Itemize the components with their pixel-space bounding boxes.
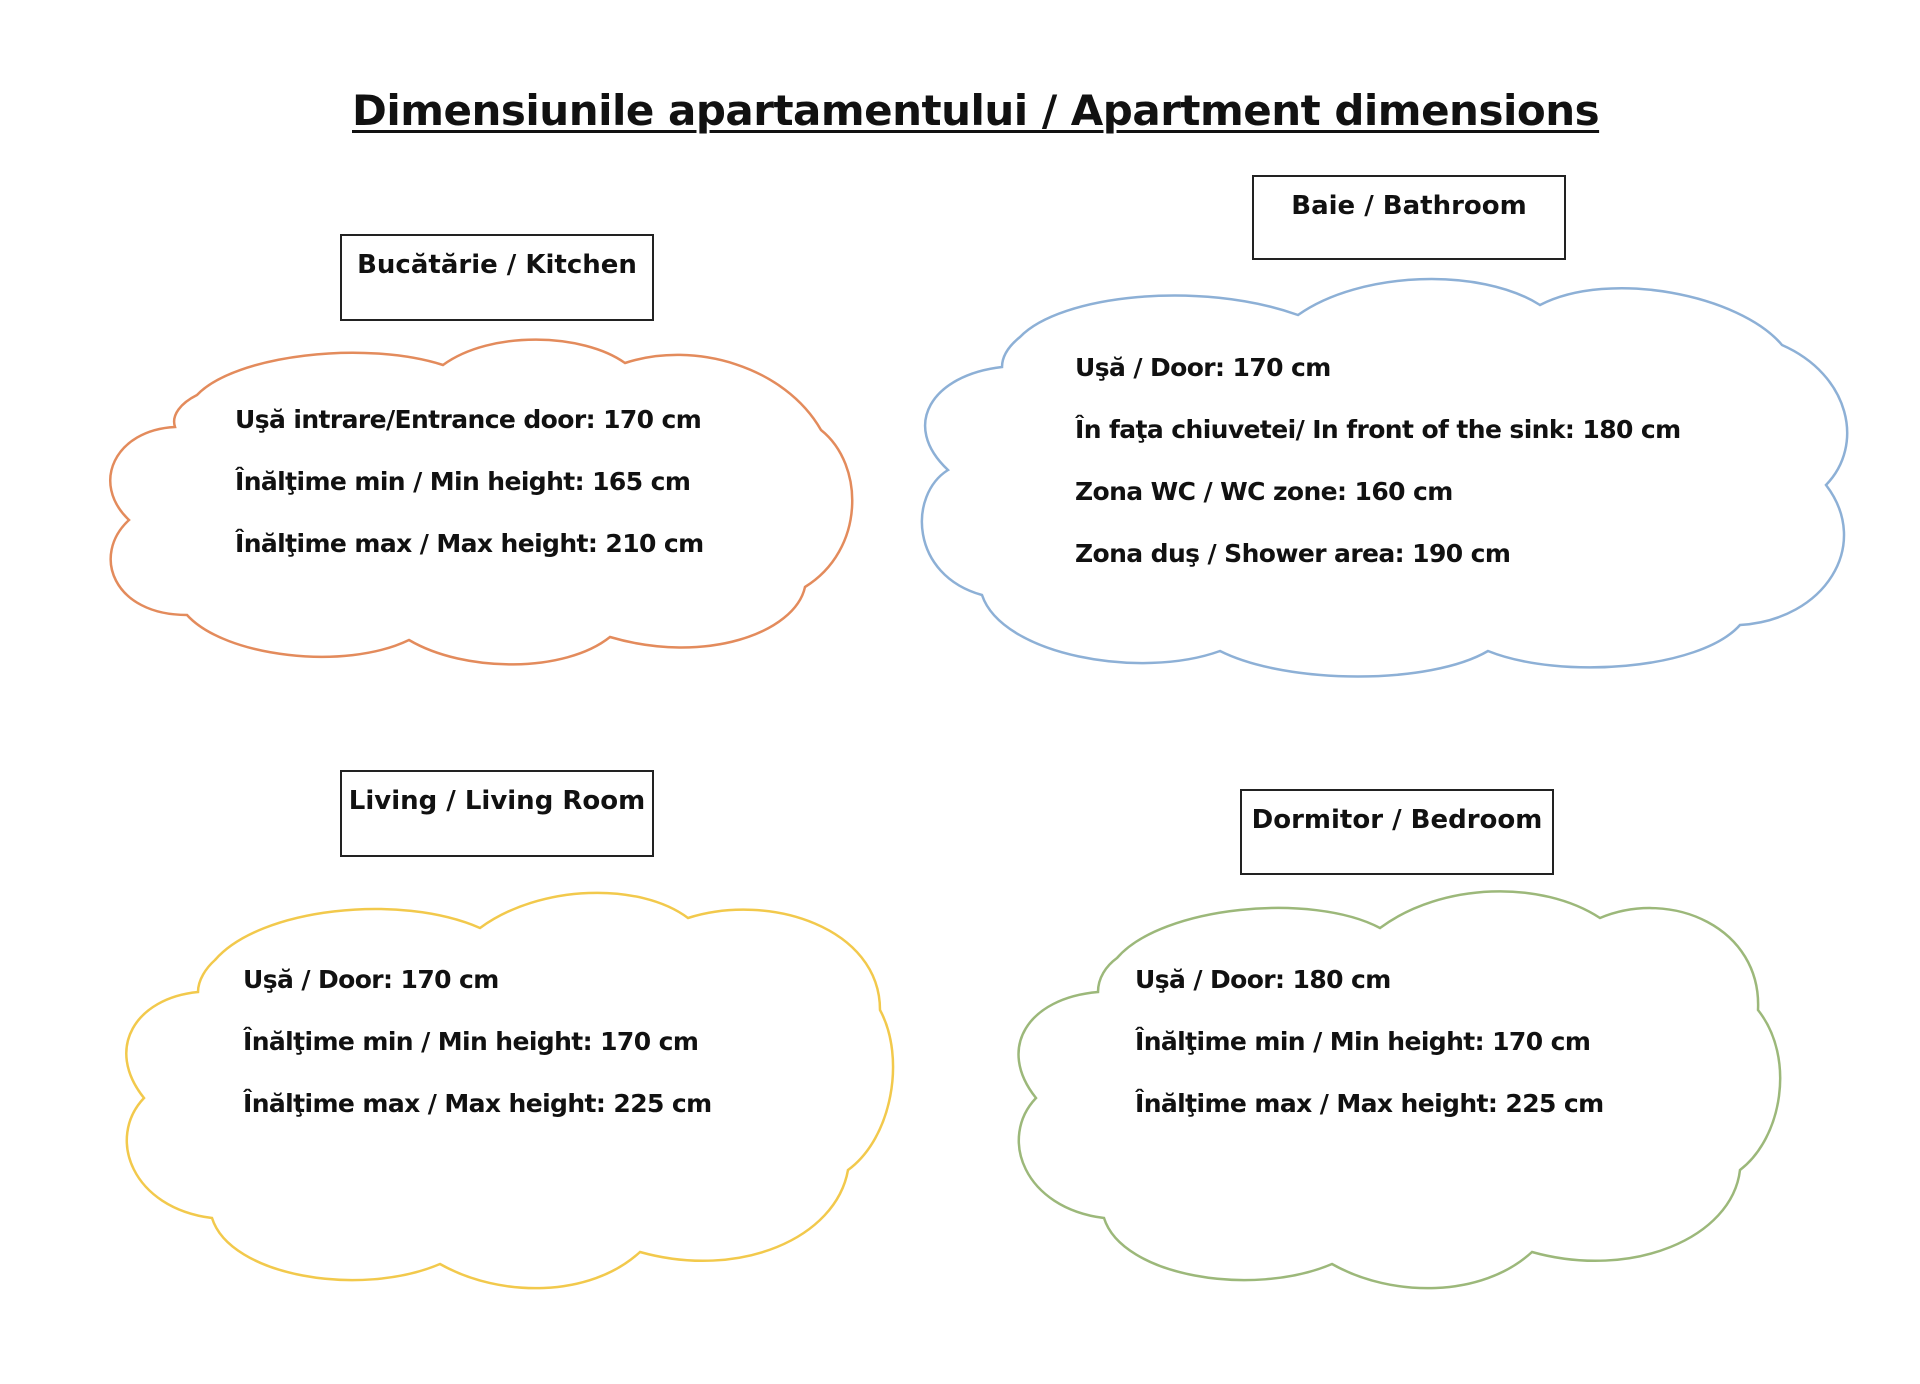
kitchen-dimension-line: Uşă intrare/Entrance door: 170 cm — [235, 405, 702, 434]
living-dimension-line: Înălţime min / Min height: 170 cm — [243, 1027, 699, 1056]
kitchen-label-box: Bucătărie / Kitchen — [340, 234, 654, 321]
bedroom-label-box: Dormitor / Bedroom — [1240, 789, 1554, 875]
bathroom-dimension-line: În faţa chiuvetei/ In front of the sink:… — [1075, 415, 1681, 444]
kitchen-cloud-shape — [109, 338, 854, 666]
kitchen-dimension-line: Înălţime min / Min height: 165 cm — [235, 467, 691, 496]
bathroom-cloud-shape — [920, 277, 1849, 678]
bedroom-cloud — [1017, 890, 1782, 1290]
living-cloud — [125, 891, 895, 1290]
living-dimension-line: Uşă / Door: 170 cm — [243, 965, 499, 994]
bedroom-dimension-line: Uşă / Door: 180 cm — [1135, 965, 1391, 994]
bathroom-cloud — [920, 277, 1849, 678]
living-dimensions-list: Uşă / Door: 170 cm Înălţime min / Min he… — [243, 960, 712, 1146]
bedroom-cloud-shape — [1017, 890, 1782, 1290]
kitchen-dimensions-list: Uşă intrare/Entrance door: 170 cm Înălţi… — [235, 400, 704, 586]
bathroom-dimensions-list: Uşă / Door: 170 cm În faţa chiuvetei/ In… — [1075, 348, 1681, 596]
bedroom-dimension-line: Înălţime min / Min height: 170 cm — [1135, 1027, 1591, 1056]
bedroom-dimension-line: Înălţime max / Max height: 225 cm — [1135, 1089, 1604, 1118]
bathroom-dimension-line: Uşă / Door: 170 cm — [1075, 353, 1331, 382]
living-dimension-line: Înălţime max / Max height: 225 cm — [243, 1089, 712, 1118]
kitchen-dimension-line: Înălţime max / Max height: 210 cm — [235, 529, 704, 558]
bathroom-dimension-line: Zona duş / Shower area: 190 cm — [1075, 539, 1511, 568]
bathroom-dimension-line: Zona WC / WC zone: 160 cm — [1075, 477, 1453, 506]
living-cloud-shape — [125, 891, 895, 1290]
kitchen-cloud — [109, 338, 854, 666]
bedroom-dimensions-list: Uşă / Door: 180 cm Înălţime min / Min he… — [1135, 960, 1604, 1146]
page-title: Dimensiunile apartamentului / Apartment … — [352, 86, 1600, 135]
bathroom-label-box: Baie / Bathroom — [1252, 175, 1566, 260]
living-label-box: Living / Living Room — [340, 770, 654, 857]
